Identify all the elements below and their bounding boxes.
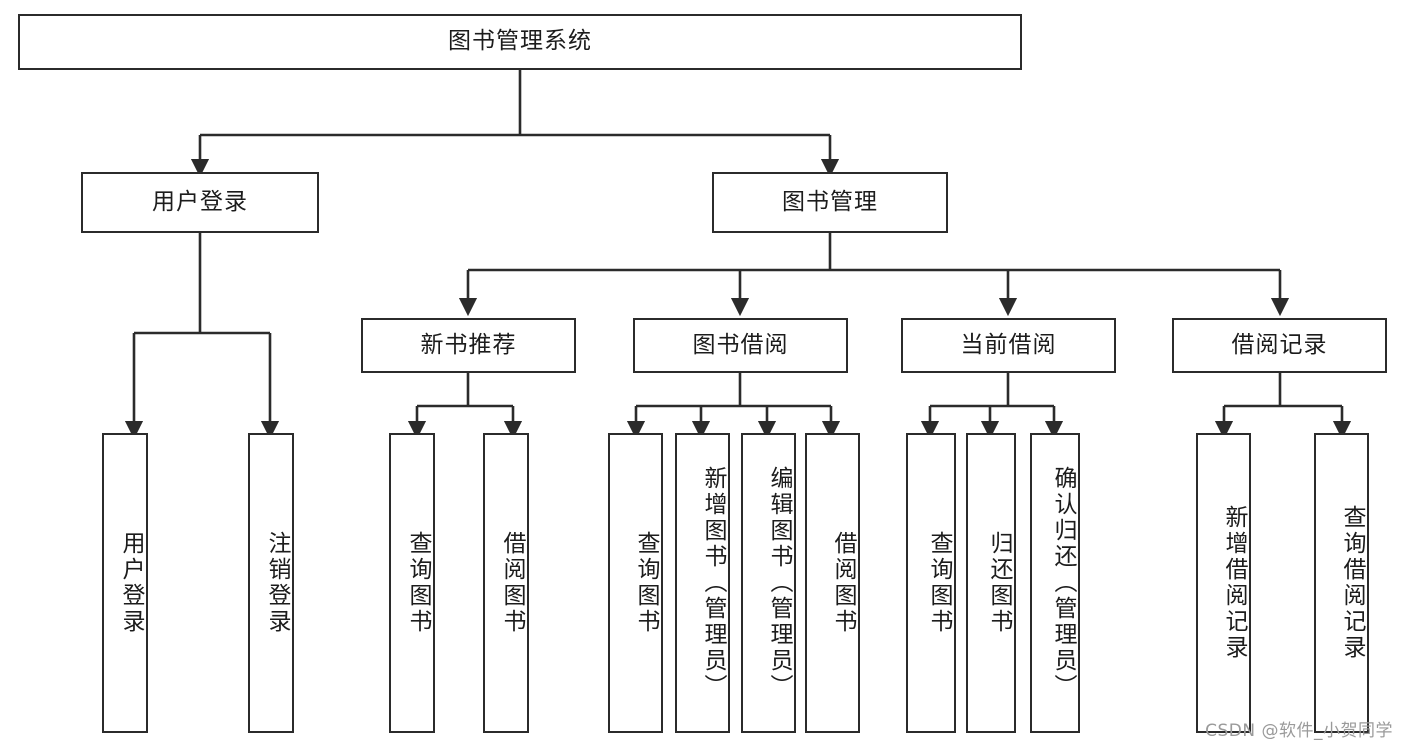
leaf-query-borrow-record-label: 查询借阅记录 (1339, 505, 1365, 661)
leaf-confirm-return-admin[interactable]: 确认归还（管理员） (1030, 433, 1080, 733)
leaf-edit-book-admin-label: 编辑图书（管理员） (766, 466, 792, 700)
node-book-borrow[interactable]: 图书借阅 (633, 318, 848, 373)
leaf-edit-book-admin[interactable]: 编辑图书（管理员） (741, 433, 796, 733)
leaf-user-login[interactable]: 用户登录 (102, 433, 148, 733)
node-book-borrow-label: 图书借阅 (692, 331, 789, 358)
leaf-query-book-cur-label: 查询图书 (926, 531, 952, 635)
leaf-return-book[interactable]: 归还图书 (966, 433, 1016, 733)
leaf-user-login-label: 用户登录 (118, 531, 144, 635)
node-current-borrow-label: 当前借阅 (960, 331, 1057, 358)
leaf-borrow-book-rec-label: 借阅图书 (499, 531, 525, 635)
leaf-query-book-rec-label: 查询图书 (405, 531, 431, 635)
node-user-login[interactable]: 用户登录 (81, 172, 319, 233)
leaf-logout[interactable]: 注销登录 (248, 433, 294, 733)
leaf-borrow-book-rec[interactable]: 借阅图书 (483, 433, 529, 733)
leaf-add-book-admin[interactable]: 新增图书（管理员） (675, 433, 730, 733)
node-user-login-label: 用户登录 (152, 188, 248, 215)
leaf-query-book-label: 查询图书 (633, 531, 659, 635)
node-new-book-recommend[interactable]: 新书推荐 (361, 318, 576, 373)
node-root-label: 图书管理系统 (448, 28, 592, 55)
leaf-query-borrow-record[interactable]: 查询借阅记录 (1314, 433, 1369, 733)
node-book-management[interactable]: 图书管理 (712, 172, 948, 233)
node-root[interactable]: 图书管理系统 (18, 14, 1022, 70)
node-borrow-record-label: 借阅记录 (1231, 331, 1328, 358)
leaf-confirm-return-admin-label: 确认归还（管理员） (1050, 466, 1076, 700)
leaf-add-book-admin-label: 新增图书（管理员） (700, 466, 726, 700)
leaf-borrow-book-label: 借阅图书 (830, 531, 856, 635)
watermark: CSDN @软件_小贺同学 (1205, 721, 1393, 741)
leaf-add-borrow-record[interactable]: 新增借阅记录 (1196, 433, 1251, 733)
leaf-return-book-label: 归还图书 (986, 531, 1012, 635)
leaf-query-book-rec[interactable]: 查询图书 (389, 433, 435, 733)
node-current-borrow[interactable]: 当前借阅 (901, 318, 1116, 373)
node-new-book-recommend-label: 新书推荐 (420, 331, 517, 358)
leaf-logout-label: 注销登录 (264, 531, 290, 635)
leaf-query-book[interactable]: 查询图书 (608, 433, 663, 733)
node-borrow-record[interactable]: 借阅记录 (1172, 318, 1387, 373)
leaf-borrow-book[interactable]: 借阅图书 (805, 433, 860, 733)
leaf-add-borrow-record-label: 新增借阅记录 (1221, 505, 1247, 661)
node-book-management-label: 图书管理 (782, 188, 878, 215)
leaf-query-book-cur[interactable]: 查询图书 (906, 433, 956, 733)
